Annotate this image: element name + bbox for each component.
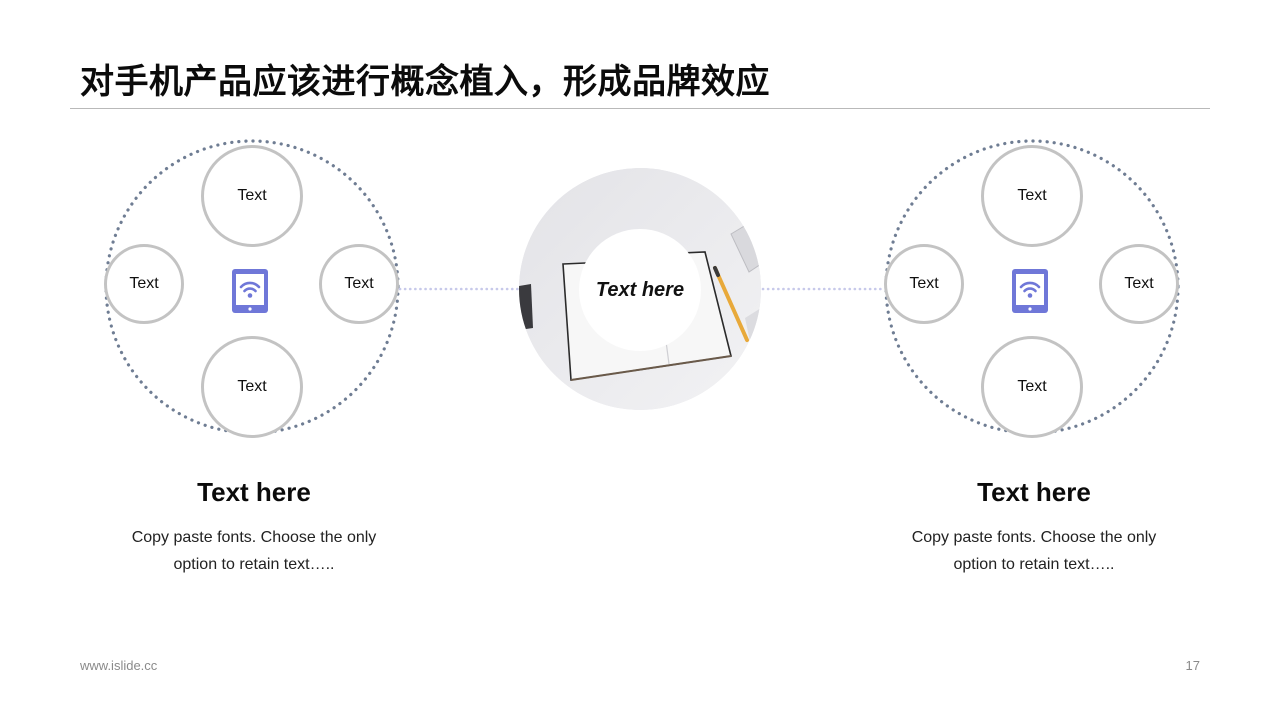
right-node-cluster: Text Text Text Text [878, 139, 1188, 450]
right-caption-line-2: option to retain text….. [953, 556, 1115, 573]
right-caption-heading: Text here [977, 477, 1091, 507]
right-connector-line [761, 287, 885, 291]
right-node-right: Text [1099, 244, 1179, 324]
right-caption-body: Copy paste fonts. Choose the only option … [874, 524, 1194, 578]
left-node-right: Text [319, 244, 399, 324]
left-node-top: Text [201, 145, 303, 247]
tablet-wifi-icon [232, 269, 268, 313]
left-caption-line-2: option to retain text….. [173, 556, 335, 573]
left-caption: Text here Copy paste fonts. Choose the o… [94, 476, 414, 578]
hero-center-label: Text here [579, 229, 701, 351]
tablet-wifi-icon [1012, 269, 1048, 313]
page-number: 17 [1185, 658, 1200, 673]
right-node-left: Text [884, 244, 964, 324]
left-caption-heading: Text here [197, 477, 311, 507]
footer-url: www.islide.cc [80, 658, 158, 673]
right-node-bottom: Text [981, 336, 1083, 438]
left-node-left: Text [104, 244, 184, 324]
left-caption-body: Copy paste fonts. Choose the only option … [94, 524, 414, 578]
right-caption-line-1: Copy paste fonts. Choose the only [911, 529, 1157, 546]
left-node-cluster: Text Text Text Text [98, 139, 408, 450]
slide-title: 对手机产品应该进行概念植入，形成品牌效应 [80, 62, 770, 102]
left-caption-line-1: Copy paste fonts. Choose the only [131, 529, 377, 546]
title-divider [70, 108, 1210, 109]
left-node-bottom: Text [201, 336, 303, 438]
right-caption: Text here Copy paste fonts. Choose the o… [874, 476, 1194, 578]
left-connector-line [398, 287, 522, 291]
right-node-top: Text [981, 145, 1083, 247]
